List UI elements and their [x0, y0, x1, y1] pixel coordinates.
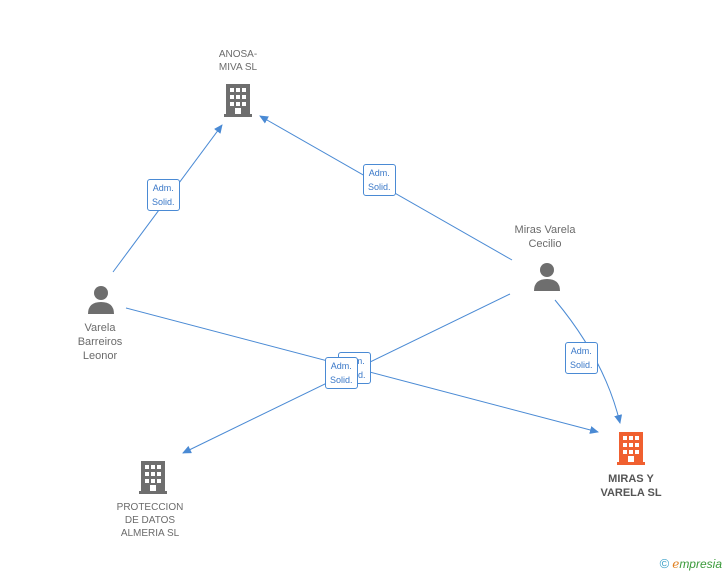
copyright-icon: © [659, 556, 670, 571]
brand-logo: ©empresia [660, 556, 722, 571]
brand-name: mpresia [679, 557, 722, 571]
building-icon [139, 461, 167, 494]
brand-e: e [672, 557, 680, 571]
node-label-anosa[interactable]: ANOSA- MIVA SL [218, 49, 258, 73]
node-label-proteccion[interactable]: PROTECCION DE DATOS ALMERIA SL [116, 502, 184, 539]
node-label-miras-cecilio[interactable]: Miras Varela Cecilio [514, 224, 576, 250]
node-label-miras-varela[interactable]: MIRAS Y VARELA SL [600, 473, 662, 499]
node-label-varela-leonor[interactable]: Varela Barreiros Leonor [77, 322, 123, 362]
building-icon [617, 432, 645, 465]
edge-label-leonor-anosa: Adm. Solid. [147, 179, 180, 211]
edge-label-cecilio-anosa: Adm. Solid. [363, 164, 396, 196]
person-icon [88, 286, 114, 314]
edge-label-cecilio-proteccion: Adm. Solid. [325, 357, 358, 389]
building-icon [224, 84, 252, 117]
edge-label-cecilio-mirasvarela: Adm. Solid. [565, 342, 598, 374]
person-icon [534, 263, 560, 291]
